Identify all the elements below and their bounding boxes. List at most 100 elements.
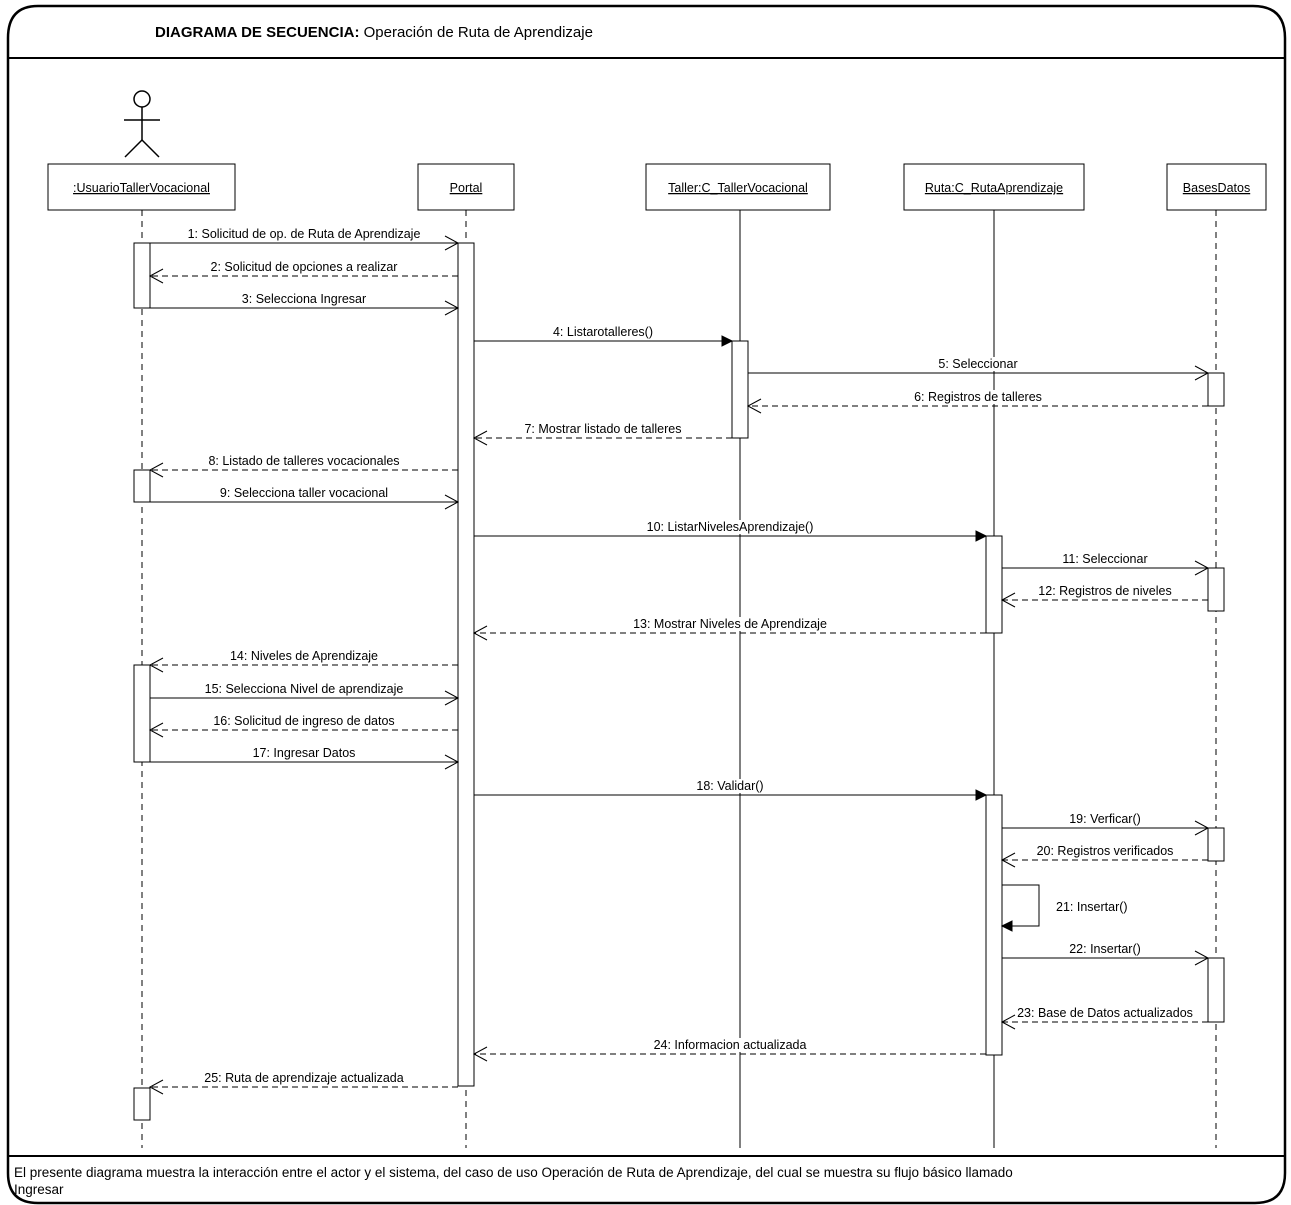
message-22-arrowhead xyxy=(1194,950,1210,966)
message-8-arrowhead xyxy=(148,462,164,478)
diagram-title: DIAGRAMA DE SECUENCIA: Operación de Ruta… xyxy=(155,24,593,41)
message-12: 12: Registros de niveles xyxy=(1000,584,1208,608)
message-18: 18: Validar() xyxy=(474,779,988,801)
activation-bd-3 xyxy=(1207,827,1225,862)
messages-layer: 1: Solicitud de op. de Ruta de Aprendiza… xyxy=(148,227,1210,1095)
lifeline-bd-label: BasesDatos xyxy=(1183,181,1250,195)
message-23: 23: Base de Datos actualizados xyxy=(1000,1006,1208,1030)
lifeline-portal: Portal xyxy=(417,163,515,211)
message-11: 11: Seleccionar xyxy=(1002,552,1210,576)
message-10: 10: ListarNivelesAprendizaje() xyxy=(474,520,988,542)
activation-usuario-3 xyxy=(133,664,151,763)
diagram-title-rest: Operación de Ruta de Aprendizaje xyxy=(359,24,593,41)
message-20: 20: Registros verificados xyxy=(1000,844,1208,868)
message-5-label-bg xyxy=(937,357,1019,371)
activation-portal xyxy=(457,242,475,1087)
message-1-arrowhead xyxy=(444,235,460,251)
lifeline-ruta: Ruta:C_RutaAprendizaje xyxy=(903,163,1085,211)
lifeline-ruta-label: Ruta:C_RutaAprendizaje xyxy=(925,181,1063,195)
message-6-label: 6: Registros de talleres xyxy=(914,390,1042,404)
activation-bd-4 xyxy=(1207,957,1225,1023)
message-16-label: 16: Solicitud de ingreso de datos xyxy=(213,714,394,728)
message-17-arrowhead xyxy=(444,754,460,770)
message-13-arrowhead xyxy=(472,625,488,641)
message-19-arrowhead xyxy=(1194,820,1210,836)
message-17-label-bg xyxy=(251,746,357,760)
message-7-label-bg xyxy=(523,422,683,436)
message-16: 16: Solicitud de ingreso de datos xyxy=(148,714,458,738)
message-12-label: 12: Registros de niveles xyxy=(1038,584,1171,598)
message-8: 8: Listado de talleres vocacionales xyxy=(148,454,458,478)
message-22-label: 22: Insertar() xyxy=(1069,942,1141,956)
message-24-label: 24: Informacion actualizada xyxy=(654,1038,807,1052)
message-2-label-bg xyxy=(209,260,399,274)
message-1: 1: Solicitud de op. de Ruta de Aprendiza… xyxy=(150,227,460,251)
message-6-arrowhead xyxy=(746,398,762,414)
message-19-label-bg xyxy=(1068,812,1142,826)
message-25: 25: Ruta de aprendizaje actualizada xyxy=(148,1071,458,1095)
message-25-label-bg xyxy=(203,1071,405,1085)
message-16-label-bg xyxy=(212,714,396,728)
lifeline-usuario-label: :UsuarioTallerVocacional xyxy=(73,181,210,195)
message-17-label: 17: Ingresar Datos xyxy=(253,746,356,760)
message-9-label: 9: Selecciona taller vocacional xyxy=(220,486,388,500)
message-24-label-bg xyxy=(652,1038,808,1052)
message-14-arrowhead xyxy=(148,657,164,673)
activation-bd-1 xyxy=(1207,372,1225,407)
message-20-label-bg xyxy=(1035,844,1175,858)
message-23-label-bg xyxy=(1016,1006,1194,1020)
message-23-arrowhead xyxy=(1000,1014,1016,1030)
lifeline-usuario: :UsuarioTallerVocacional xyxy=(47,163,236,211)
message-14-label: 14: Niveles de Aprendizaje xyxy=(230,649,378,663)
message-19: 19: Verficar() xyxy=(1002,812,1210,836)
activation-bars xyxy=(133,242,1225,1121)
message-13: 13: Mostrar Niveles de Aprendizaje xyxy=(472,617,986,641)
message-8-label-bg xyxy=(207,454,401,468)
diagram-title-bold: DIAGRAMA DE SECUENCIA: xyxy=(155,24,359,41)
message-14-label-bg xyxy=(228,649,380,663)
activation-usuario-4 xyxy=(133,1087,151,1121)
message-20-arrowhead xyxy=(1000,852,1016,868)
message-1-label-bg xyxy=(186,227,422,241)
message-3-label: 3: Selecciona Ingresar xyxy=(242,292,366,306)
message-7: 7: Mostrar listado de talleres xyxy=(472,422,732,446)
activation-bd-2 xyxy=(1207,567,1225,612)
activation-taller xyxy=(731,340,749,439)
message-23-label: 23: Base de Datos actualizados xyxy=(1017,1006,1193,1020)
message-11-label-bg xyxy=(1061,552,1149,566)
message-9-arrowhead xyxy=(444,494,460,510)
lifeline-bd: BasesDatos xyxy=(1166,163,1267,211)
lifeline-portal-label: Portal xyxy=(450,181,483,195)
message-5-arrowhead xyxy=(1194,365,1210,381)
message-24-arrowhead xyxy=(472,1046,488,1062)
message-9: 9: Selecciona taller vocacional xyxy=(150,486,460,510)
message-24: 24: Informacion actualizada xyxy=(472,1038,986,1062)
message-18-arrowhead xyxy=(975,789,988,801)
message-25-label: 25: Ruta de aprendizaje actualizada xyxy=(204,1071,403,1085)
message-4-label: 4: Listarotalleres() xyxy=(553,325,653,339)
activation-usuario-2 xyxy=(133,469,151,503)
message-4-arrowhead xyxy=(721,335,734,347)
message-10-label-bg xyxy=(645,520,815,534)
message-18-label: 18: Validar() xyxy=(696,779,763,793)
message-3-arrowhead xyxy=(444,300,460,316)
message-12-arrowhead xyxy=(1000,592,1016,608)
footer-line-2: Ingresar xyxy=(14,1182,64,1197)
message-14: 14: Niveles de Aprendizaje xyxy=(148,649,458,673)
message-21: 21: Insertar() xyxy=(1000,884,1128,932)
message-15-label-bg xyxy=(203,682,405,696)
actor-icon xyxy=(124,90,160,158)
message-16-arrowhead xyxy=(148,722,164,738)
message-12-label-bg xyxy=(1037,584,1173,598)
message-4-label-bg xyxy=(551,325,655,339)
message-11-arrowhead xyxy=(1194,560,1210,576)
message-6: 6: Registros de talleres xyxy=(746,390,1208,414)
activation-ruta-2 xyxy=(985,794,1003,1056)
diagram-frame xyxy=(6,4,1287,1205)
message-7-label: 7: Mostrar listado de talleres xyxy=(524,422,681,436)
message-18-label-bg xyxy=(695,779,765,793)
message-5-label: 5: Seleccionar xyxy=(938,357,1017,371)
message-21-arrowhead xyxy=(1000,920,1013,932)
message-22-label-bg xyxy=(1068,942,1142,956)
